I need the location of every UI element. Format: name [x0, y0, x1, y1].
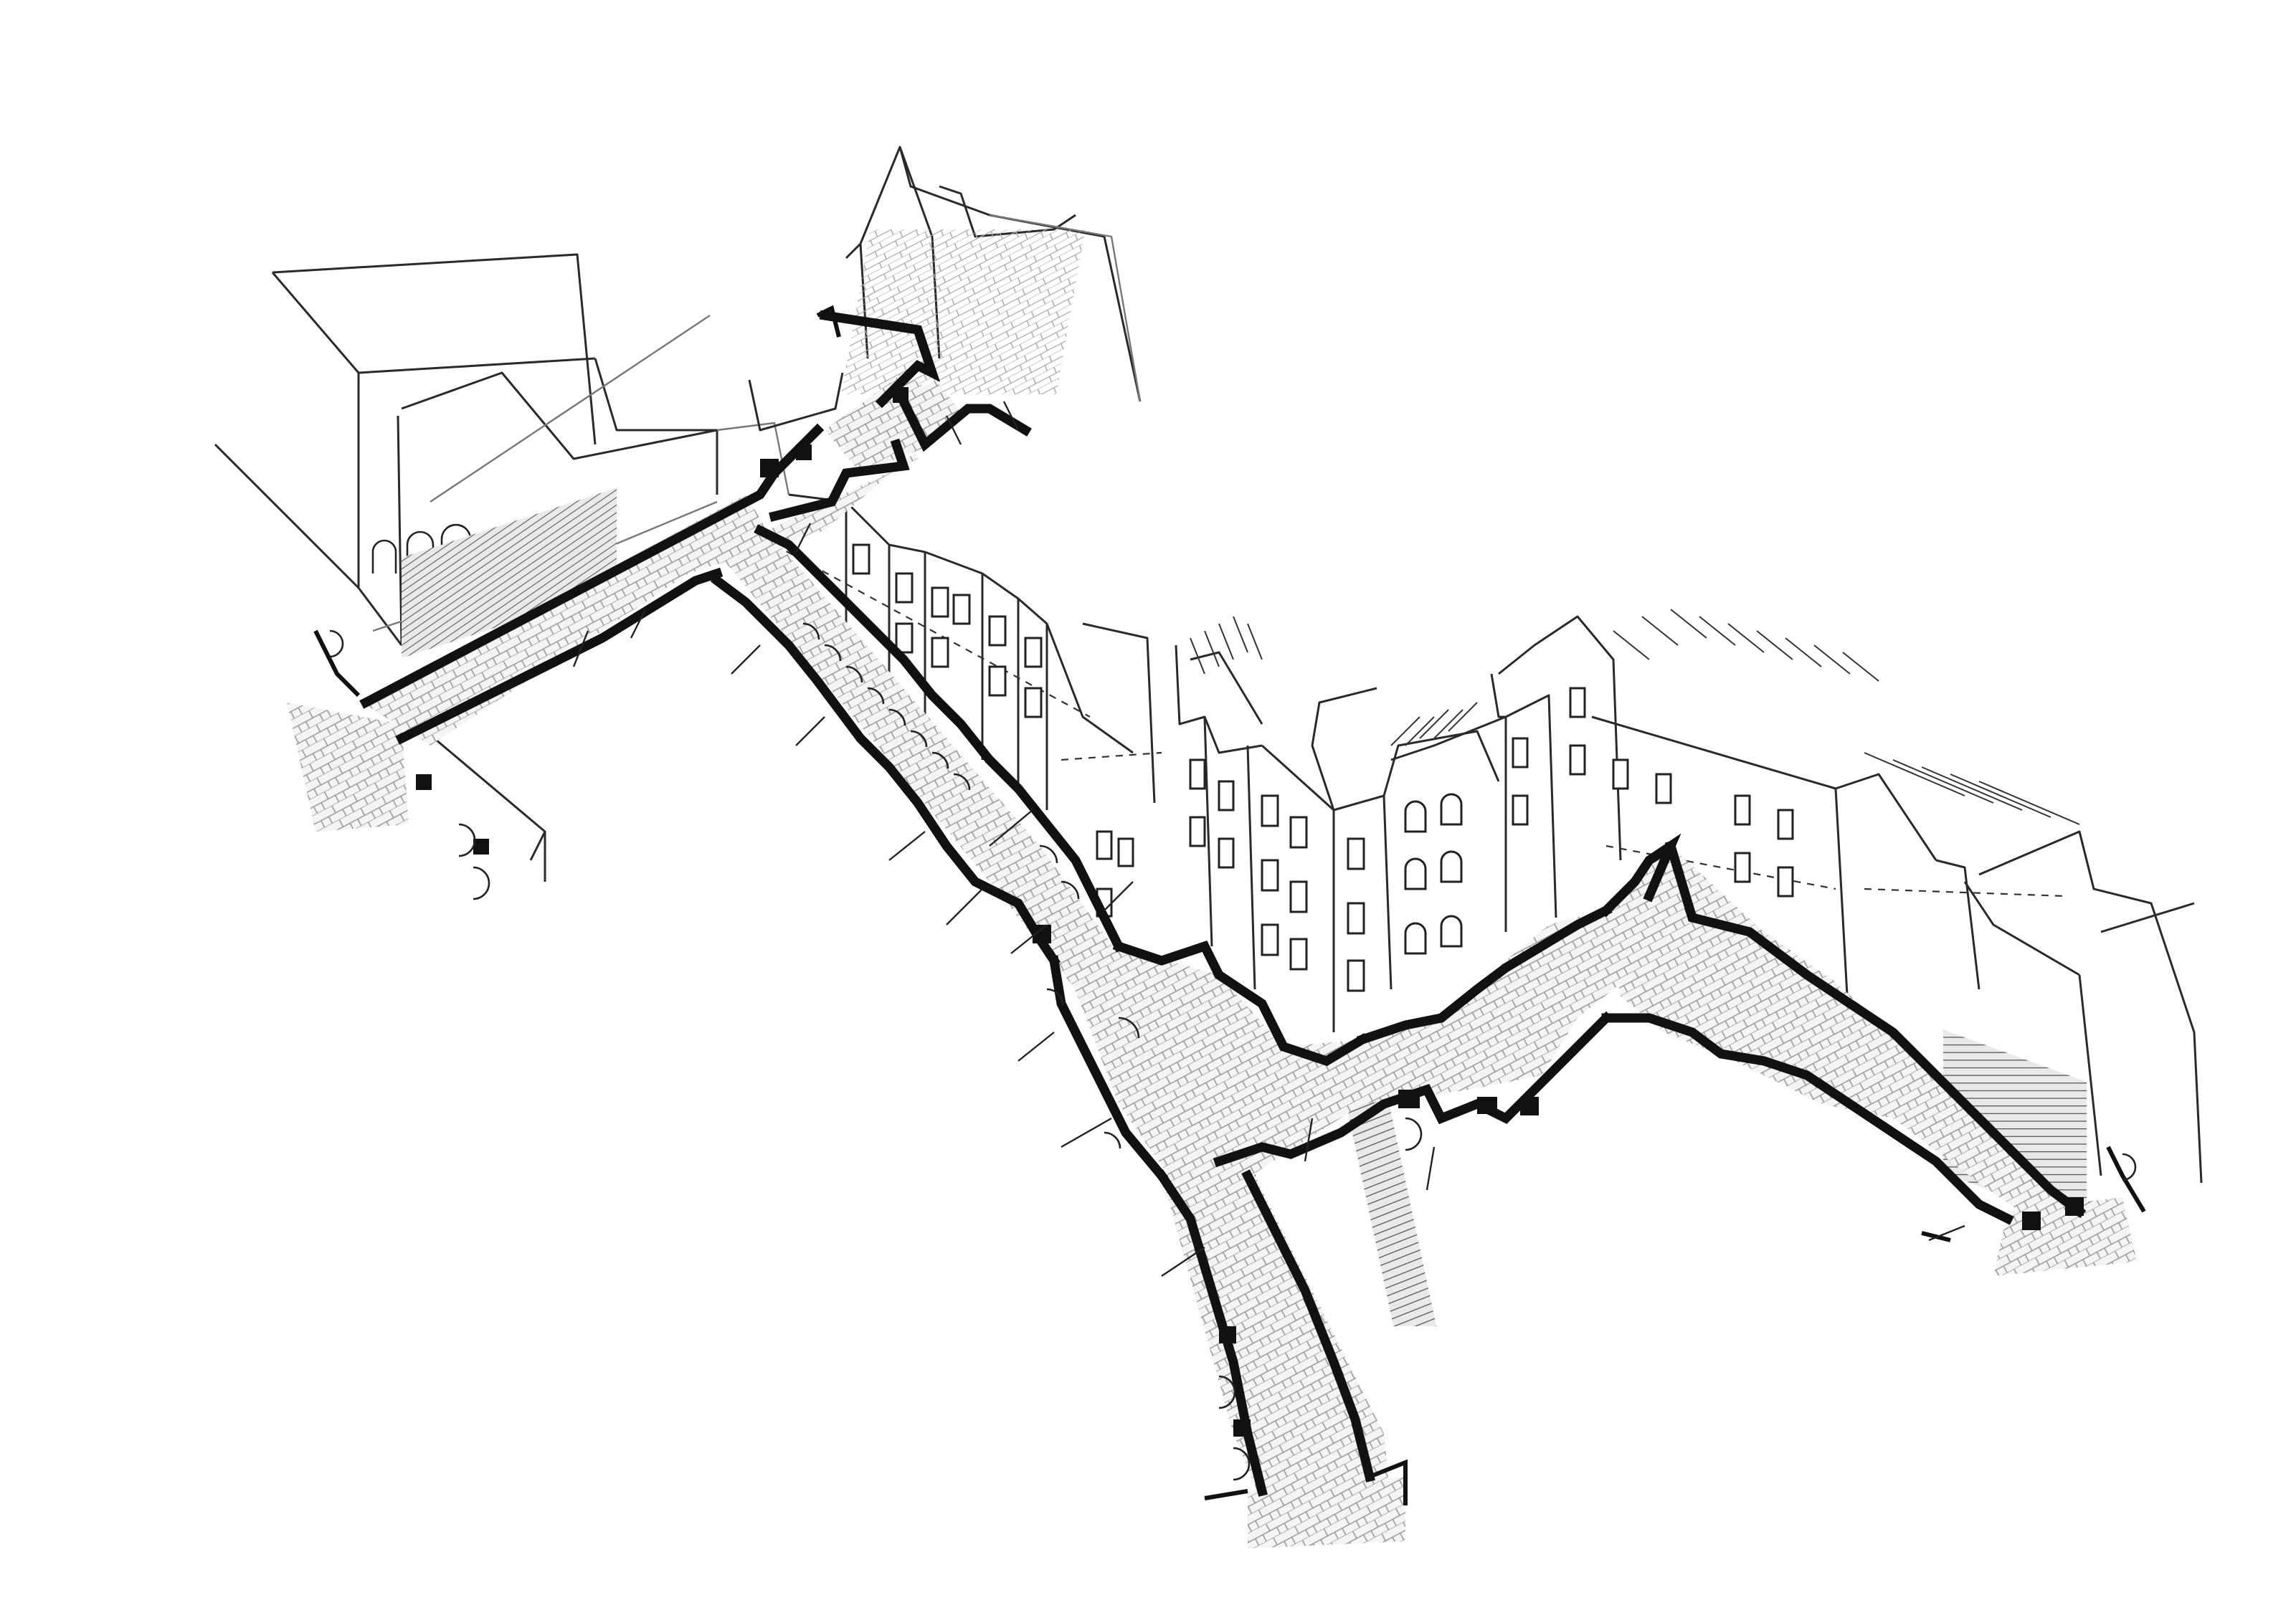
block-upper-left	[214, 253, 790, 659]
centre-right-windows	[1189, 687, 1586, 992]
right-windows	[1612, 758, 1794, 898]
block-centre-right	[1175, 615, 1622, 1032]
street-paving	[287, 373, 2137, 1548]
door-swings	[329, 622, 2137, 1481]
block-top-centre	[748, 146, 1142, 432]
leader-lines	[572, 401, 1965, 1277]
block-lower-left	[408, 715, 546, 882]
terrace-windows	[852, 543, 1134, 918]
